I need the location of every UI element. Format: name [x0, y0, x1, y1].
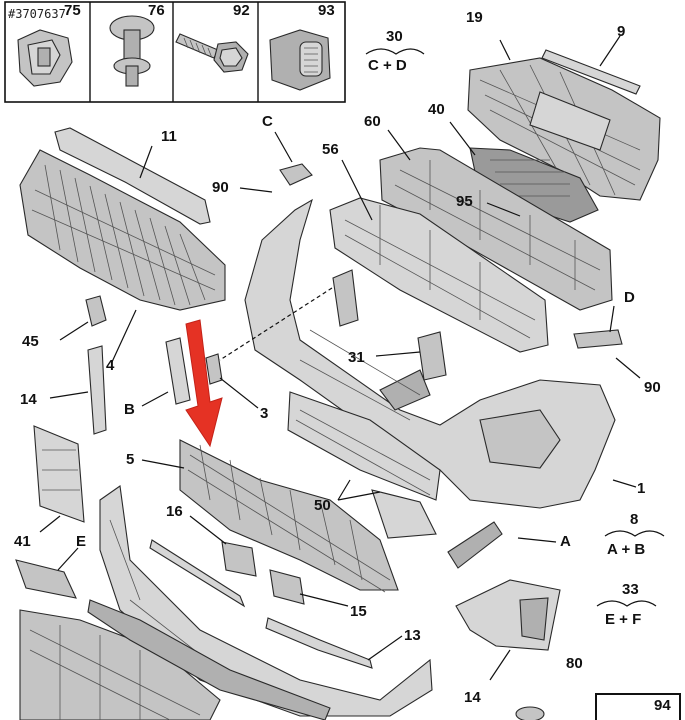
callout-95: 95	[456, 193, 473, 210]
part-45-clip	[85, 295, 107, 327]
part-31-bracket-upper	[332, 269, 359, 327]
kit-contents-33: E + F	[605, 611, 641, 628]
kit-number-30: 30	[386, 28, 403, 45]
callout-40: 40	[428, 101, 445, 118]
part-lower-strip	[87, 599, 331, 720]
part-50-lower-insert	[371, 489, 437, 539]
callout-4: 4	[106, 357, 115, 374]
kit-number-33: 33	[622, 581, 639, 598]
callout-9: 9	[617, 23, 625, 40]
part-15-insert	[269, 569, 305, 605]
callout-60: 60	[364, 113, 381, 130]
inset-label-93: 93	[318, 2, 335, 19]
part-lower-trim-strip	[149, 539, 246, 608]
part-B-deflector	[165, 337, 191, 405]
callout-16: 16	[166, 503, 183, 520]
rivet-76	[109, 15, 155, 87]
callout-41: 41	[14, 533, 31, 550]
callout-94: 94	[654, 697, 671, 714]
callout-90-right: 90	[644, 379, 661, 396]
callout-1: 1	[637, 480, 645, 497]
part-19-front-carrier	[467, 57, 661, 201]
callout-C: C	[262, 113, 273, 130]
red-arrow	[185, 319, 223, 448]
callout-3: 3	[260, 405, 268, 422]
kit-30: 30 C + D	[365, 28, 425, 74]
part-14-corner-piece	[455, 579, 561, 651]
fastener-inset: #3707637 75 76 92 93	[4, 1, 346, 103]
part-16-insert	[221, 541, 257, 577]
inset-label-92: 92	[233, 2, 250, 19]
nut-93	[269, 29, 331, 91]
part-60-impact-beam	[379, 147, 613, 311]
inset-label-75: 75	[64, 2, 81, 19]
callout-56: 56	[322, 141, 339, 158]
clip-75	[17, 29, 73, 87]
kit-8: 8 A + B	[604, 511, 665, 558]
part-4-main-grille	[19, 149, 226, 311]
part-5-lower-grille	[179, 439, 399, 593]
callout-15: 15	[350, 603, 367, 620]
part-C-bracket	[279, 163, 313, 186]
callout-A: A	[560, 533, 571, 550]
callout-B: B	[124, 401, 135, 418]
callout-labels: 1 3 4 5 9 11 13 14 14 15 16 19 31 40 41 …	[14, 9, 671, 714]
inset-label-76: 76	[148, 2, 165, 19]
kit-contents-8: A + B	[607, 541, 645, 558]
callout-45: 45	[22, 333, 39, 350]
part-undertray	[19, 609, 221, 720]
part-3-trim	[205, 353, 223, 385]
part-94-box	[595, 693, 681, 720]
part-A-trim	[447, 521, 503, 569]
kit-33: 33 E + F	[596, 581, 657, 628]
callout-19: 19	[466, 9, 483, 26]
callout-14-right: 14	[464, 689, 481, 706]
part-D-bracket	[573, 329, 623, 349]
part-E-clip	[15, 559, 77, 599]
bolt-92	[175, 33, 249, 73]
part-41-lower-bracket	[33, 425, 85, 523]
callout-11: 11	[161, 128, 177, 145]
reference-number: #3707637	[8, 7, 66, 21]
part-9-trim-bar	[541, 49, 641, 95]
part-50-upper-insert	[287, 391, 441, 501]
callout-31: 31	[348, 349, 365, 366]
callout-5: 5	[126, 451, 134, 468]
part-14-side-bracket	[87, 345, 107, 435]
part-56-energy-absorber	[329, 197, 549, 353]
callout-50: 50	[314, 497, 331, 514]
callout-E: E	[76, 533, 86, 550]
part-31-bracket-lower	[417, 331, 447, 381]
callout-90-top: 90	[212, 179, 229, 196]
part-13-lower-trim	[265, 617, 373, 669]
kit-contents-30: C + D	[368, 57, 407, 74]
kit-number-8: 8	[630, 511, 638, 528]
callout-D: D	[624, 289, 635, 306]
leader-lines	[39, 35, 641, 681]
callout-14-left: 14	[20, 391, 37, 408]
part-80-clip	[515, 706, 545, 720]
callout-13: 13	[404, 627, 421, 644]
part-11-grille-trim	[54, 127, 211, 225]
part-1-bumper-cover	[244, 198, 616, 509]
callout-80: 80	[566, 655, 583, 672]
